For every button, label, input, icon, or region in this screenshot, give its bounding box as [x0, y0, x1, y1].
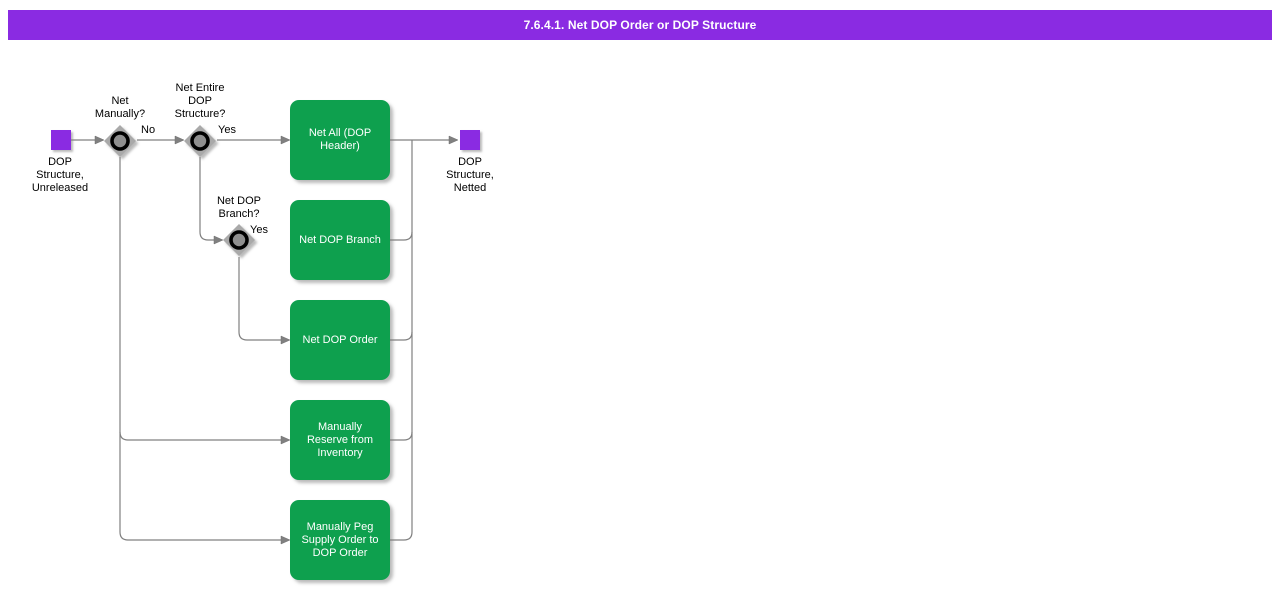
decision3-question: Net DOP Branch? — [216, 195, 261, 220]
start-node — [51, 130, 71, 150]
edge-net-dop-branch-to-trunk — [390, 231, 413, 241]
activity-net-dop-order: Net DOP Order — [290, 300, 390, 380]
activity-label: Net All (DOP Header) — [308, 127, 372, 152]
end-node — [460, 130, 480, 150]
activity-manually-peg-supply-order: Manually Peg Supply Order to DOP Order — [290, 500, 390, 580]
arrowhead — [94, 135, 105, 145]
activity-net-dop-branch: Net DOP Branch — [290, 200, 390, 280]
activity-label: Net DOP Order — [302, 333, 378, 346]
arrowhead — [213, 235, 224, 245]
activity-net-all-dop-header: Net All (DOP Header) — [290, 100, 390, 180]
activity-label: Net DOP Branch — [299, 233, 381, 246]
edge-decision1-down — [119, 157, 281, 541]
decision-diamond-net-entire-dop-structure — [184, 125, 216, 157]
decision-diamond-net-dop-branch — [223, 224, 255, 256]
activity-label: Manually Peg Supply Order to DOP Order — [301, 520, 379, 559]
branch-label-yes-structure: Yes — [218, 124, 236, 136]
edge-decision2-to-decision3 — [199, 157, 214, 241]
decision-diamond-net-manually — [104, 125, 136, 157]
branch-label-yes-branch: Yes — [250, 224, 268, 236]
branch-label-no: No — [141, 124, 156, 136]
edge-decision3-to-net-dop-order — [238, 257, 281, 341]
arrowhead — [280, 135, 291, 145]
start-node-label: DOP Structure, Unreleased — [31, 156, 89, 194]
title-bar: 7.6.4.1. Net DOP Order or DOP Structure — [8, 10, 1272, 40]
activity-manually-reserve-from-inventory: Manually Reserve from Inventory — [290, 400, 390, 480]
arrowhead — [280, 435, 291, 445]
activity-label: Manually Reserve from Inventory — [306, 420, 374, 459]
arrowhead — [280, 335, 291, 345]
end-node-label: DOP Structure, Netted — [446, 156, 494, 194]
diagram-title: 7.6.4.1. Net DOP Order or DOP Structure — [523, 18, 757, 32]
edge-net-dop-order-to-trunk — [390, 331, 413, 341]
decision2-question: Net Entire DOP Structure? — [174, 82, 226, 120]
decision1-question: Net Manually? — [94, 95, 146, 120]
arrowhead — [174, 135, 185, 145]
arrowheads — [94, 135, 459, 545]
edge-manually-peg-to-trunk — [390, 531, 413, 541]
flow-edges — [71, 139, 449, 541]
edge-decision1-to-manually-reserve — [119, 431, 281, 441]
edge-manually-reserve-to-trunk — [390, 431, 413, 441]
arrowhead — [448, 135, 459, 145]
arrowhead — [280, 535, 291, 545]
